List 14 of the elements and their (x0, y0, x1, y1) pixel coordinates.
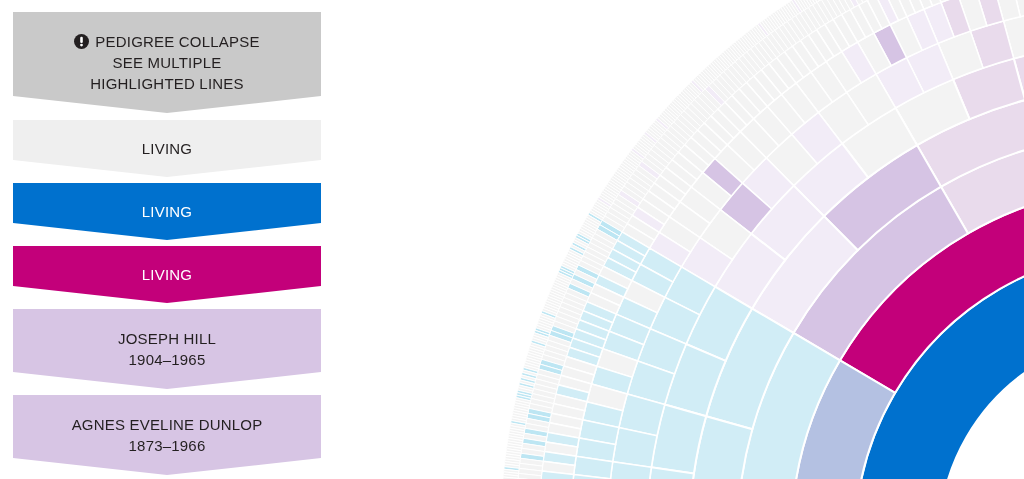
status-label: LIVING (141, 139, 193, 159)
banner-title: PEDIGREE COLLAPSE (95, 32, 260, 52)
status-label: LIVING (141, 265, 193, 285)
person-name: JOSEPH HILL (117, 329, 217, 349)
chevron-banner (13, 395, 321, 475)
life-dates: 1904–1965 (128, 350, 206, 370)
chevron-banner (13, 309, 321, 389)
chevron-banner (13, 12, 321, 113)
chevron-banner (13, 246, 321, 303)
life-dates: 1873–1966 (128, 436, 206, 456)
status-label: LIVING (141, 202, 193, 222)
person-name: AGNES EVELINE DUNLOP (71, 415, 263, 435)
banner-note: SEE MULTIPLE HIGHLIGHTED LINES (89, 53, 245, 94)
chevron-banner (13, 183, 321, 240)
